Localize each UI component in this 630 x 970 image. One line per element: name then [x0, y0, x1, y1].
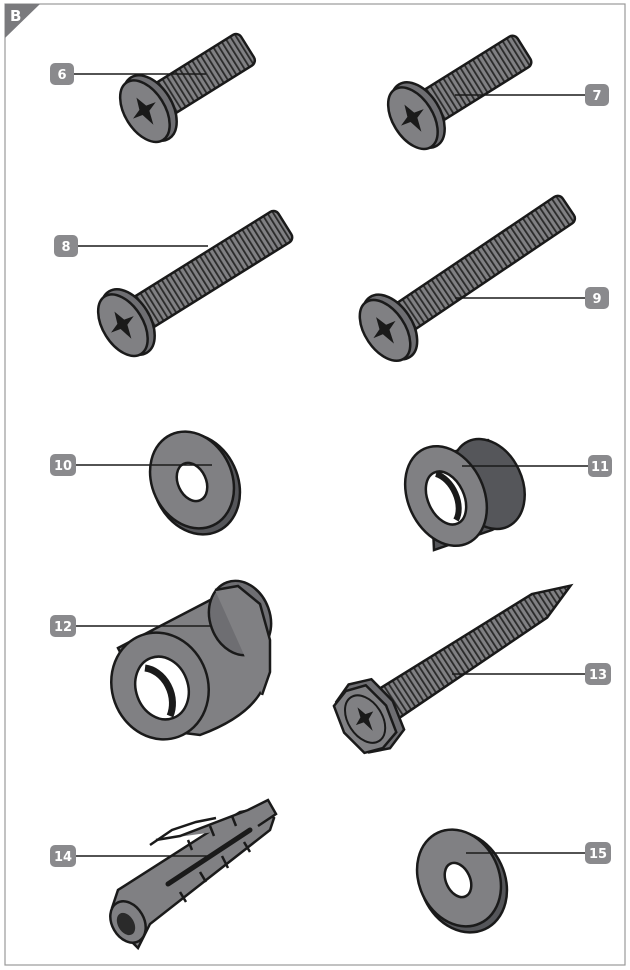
washer-hole	[175, 461, 209, 503]
phillips-recess-icon	[355, 707, 374, 731]
part-number: 8	[61, 240, 70, 255]
part-number: 12	[54, 620, 72, 635]
sleeve-hole-shadow	[144, 664, 176, 718]
part-number: 15	[589, 847, 607, 862]
page-border	[4, 3, 626, 966]
part-badge	[50, 615, 76, 637]
part-number: 6	[57, 68, 66, 83]
corner-triangle	[5, 4, 40, 38]
part-number: 10	[54, 459, 72, 474]
part-9-long-screw	[358, 194, 577, 362]
part-badge	[588, 455, 612, 477]
part-badge	[585, 287, 609, 309]
callout-11: 11	[462, 455, 612, 477]
part-14-wall-plug	[109, 798, 278, 951]
callout-7: 7	[455, 84, 609, 106]
part-10-flat-washer	[148, 430, 242, 536]
part-badge	[50, 845, 76, 867]
callout-8: 8	[54, 235, 208, 257]
part-15-small-washer	[415, 828, 509, 934]
callout-10: 10	[50, 454, 212, 476]
spacer-hole-shadow	[435, 471, 462, 522]
part-13-hex-wood-screw	[332, 583, 574, 755]
part-number: 11	[591, 460, 609, 475]
callout-12: 12	[50, 615, 210, 637]
plug-ribs-top	[186, 815, 238, 851]
plug-ribs	[178, 841, 252, 903]
part-badge	[585, 84, 609, 106]
part-7-short-screw	[386, 34, 533, 151]
part-8-long-screw	[96, 209, 294, 358]
plug-hole	[116, 912, 136, 936]
part-badge	[585, 663, 611, 685]
part-number: 13	[589, 668, 607, 683]
part-badge	[585, 842, 611, 864]
plug-slot	[165, 827, 253, 887]
sleeve-top-edge	[214, 584, 272, 696]
part-12-sleeve	[110, 579, 273, 741]
callout-6: 6	[50, 63, 206, 85]
screw-thread	[364, 583, 574, 729]
corner-label: B	[5, 4, 40, 38]
plug-top-fins	[155, 798, 278, 842]
corner-letter: B	[10, 7, 21, 25]
part-6-short-screw	[118, 32, 257, 144]
part-badge	[54, 235, 78, 257]
washer-hole	[443, 861, 473, 899]
part-number: 7	[592, 89, 601, 104]
phillips-recess-icon	[111, 311, 134, 339]
callout-13: 13	[452, 663, 611, 685]
plug-wing	[149, 816, 217, 847]
callout-14: 14	[50, 845, 208, 867]
part-badge	[50, 454, 76, 476]
part-badge	[50, 63, 74, 85]
phillips-recess-icon	[373, 317, 396, 344]
part-11-spacer-ring	[403, 437, 526, 552]
phillips-recess-icon	[401, 104, 424, 132]
callout-15: 15	[466, 842, 611, 864]
phillips-recess-icon	[133, 97, 156, 125]
part-number: 9	[592, 292, 601, 307]
callout-9: 9	[455, 287, 609, 309]
part-number: 14	[54, 850, 72, 865]
